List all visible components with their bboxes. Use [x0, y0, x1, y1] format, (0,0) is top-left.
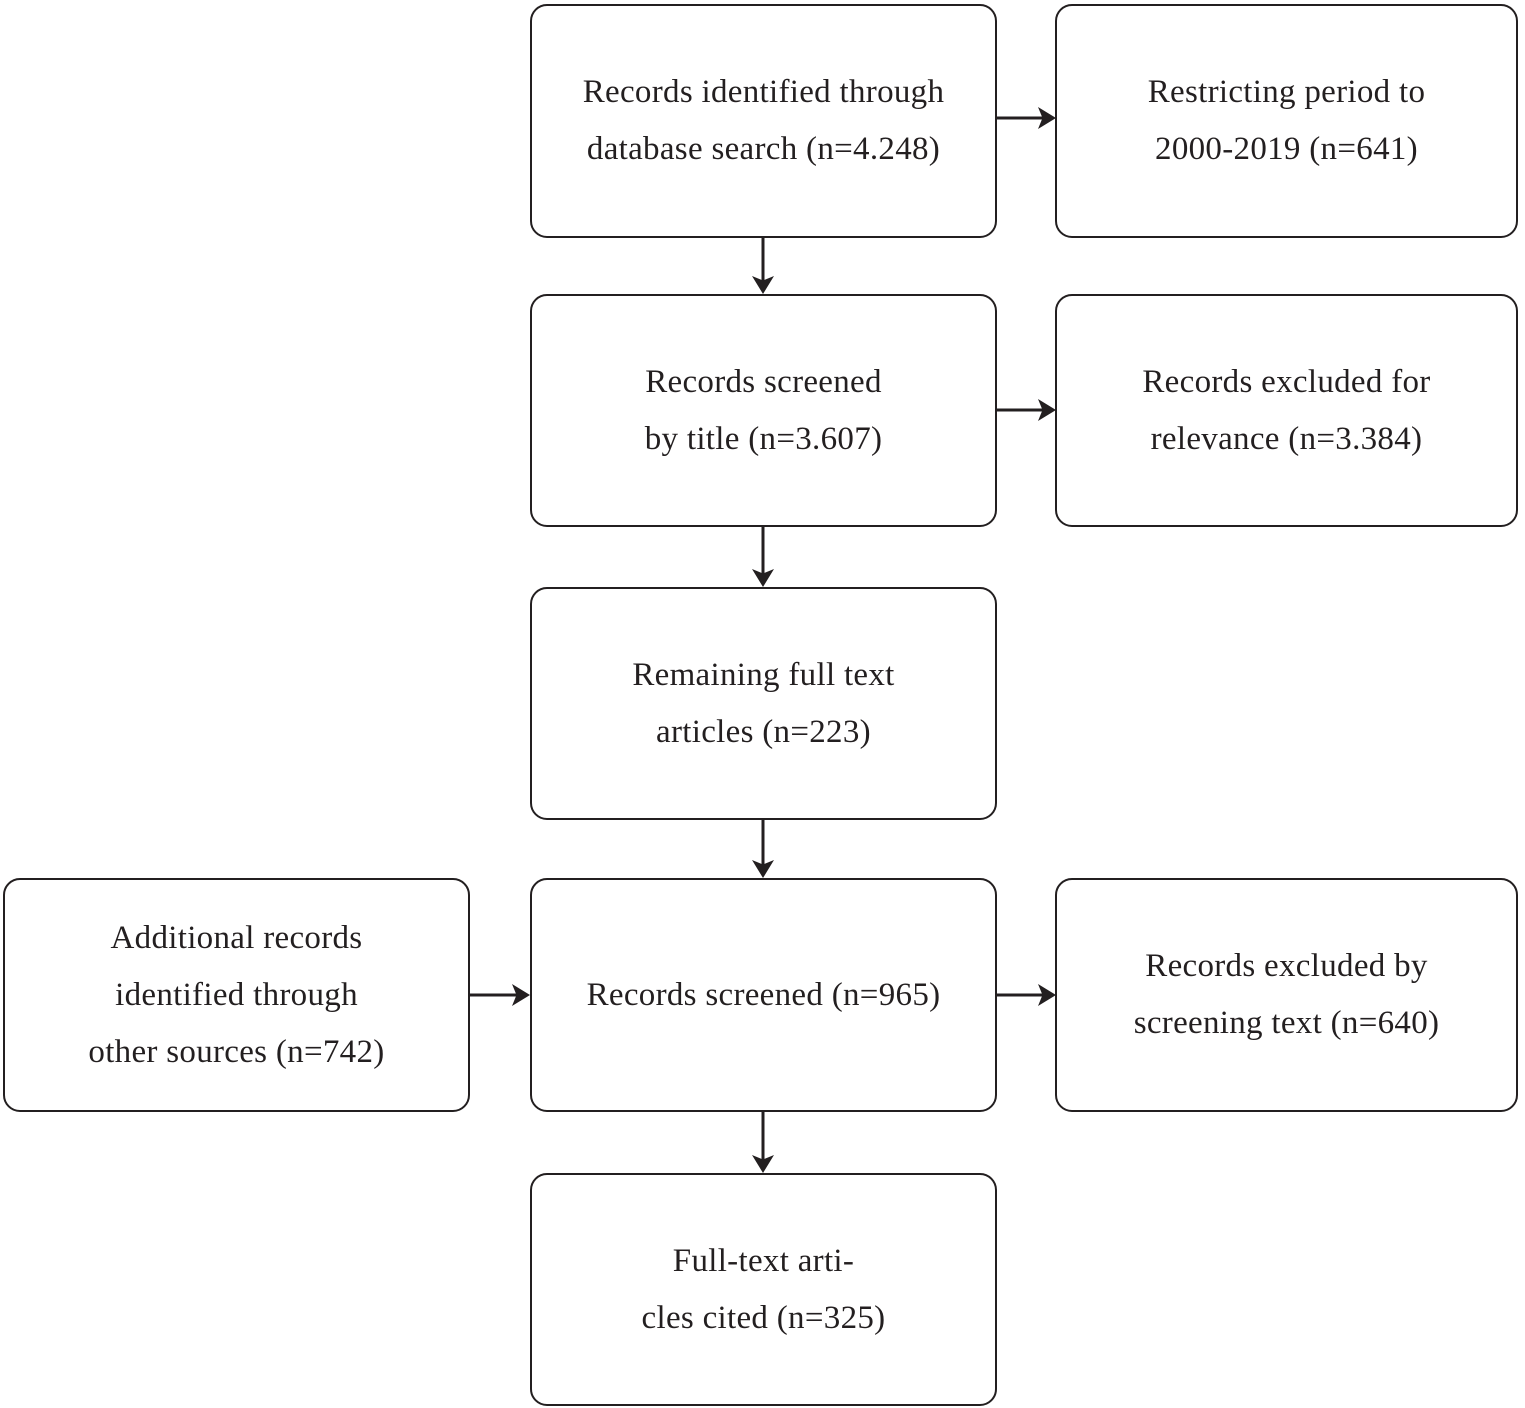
node-records-screened-title: Records screened by title (n=3.607)	[530, 294, 997, 527]
node-remaining-full-text-label: Remaining full text articles (n=223)	[632, 656, 895, 750]
node-restricting-period-label: Restricting period to 2000-2019 (n=641)	[1147, 74, 1426, 167]
node-remaining-full-text: Remaining full text articles (n=223)	[530, 587, 997, 820]
node-additional-records: Additional records identified through ot…	[3, 878, 470, 1112]
node-records-identified: Records identified through database sear…	[530, 4, 997, 238]
node-records-excluded-screening: Records excluded by screening text (n=64…	[1055, 878, 1518, 1112]
node-full-text-cited: Full-text arti- cles cited (n=325)	[530, 1173, 997, 1406]
node-additional-records-label: Additional records identified through ot…	[88, 919, 385, 1070]
node-records-screened-label: Records screened (n=965)	[586, 976, 941, 1013]
node-records-screened-title-label: Records screened by title (n=3.607)	[644, 363, 883, 457]
node-records-excluded-relevance: Records excluded for relevance (n=3.384)	[1055, 294, 1518, 527]
node-records-identified-label: Records identified through database sear…	[582, 74, 945, 167]
node-records-excluded-relevance-label: Records excluded for relevance (n=3.384)	[1142, 363, 1431, 457]
node-restricting-period: Restricting period to 2000-2019 (n=641)	[1055, 4, 1518, 238]
node-full-text-cited-label: Full-text arti- cles cited (n=325)	[641, 1242, 886, 1336]
node-records-screened: Records screened (n=965)	[530, 878, 997, 1112]
node-records-excluded-screening-label: Records excluded by screening text (n=64…	[1133, 948, 1440, 1041]
